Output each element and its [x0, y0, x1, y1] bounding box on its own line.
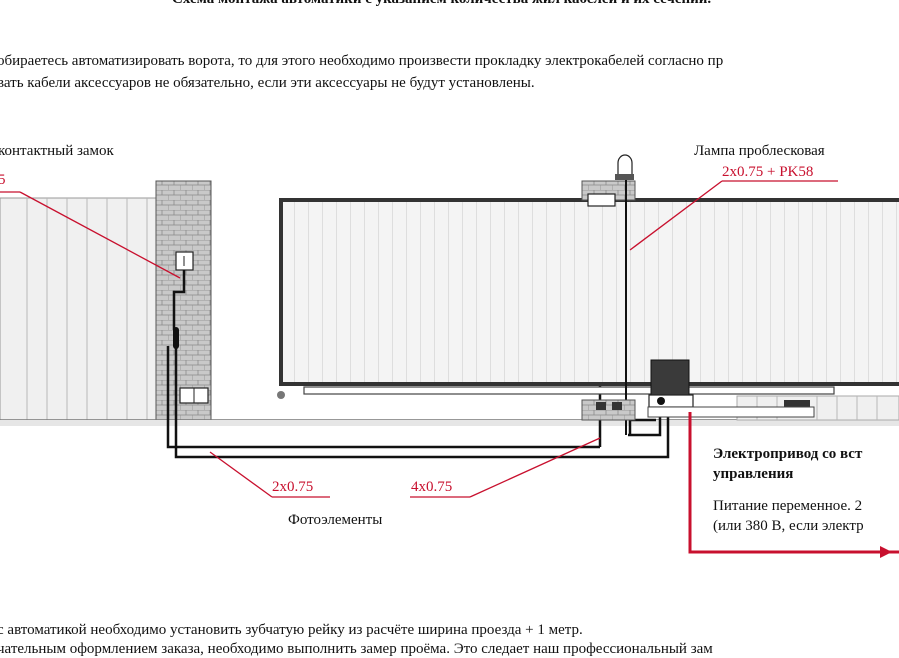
drive-title-line-2: управления: [713, 466, 794, 482]
lamp-cable-label: 2x0.75 + PK58: [722, 164, 814, 180]
flashing-lamp: [615, 154, 634, 180]
photocell-right: [587, 193, 616, 207]
gate-drive-motor: [647, 359, 815, 418]
lamp-label: Лампа проблесковая: [694, 143, 825, 159]
drive-power-line-1: Питание переменное. 2: [713, 498, 863, 514]
lock-cable-label: 5: [0, 172, 6, 188]
drive-power: Питание переменное. 2 (или 380 В, если э…: [713, 496, 864, 536]
left-fence: [0, 197, 157, 421]
photocell-cable-label-a: 2x0.75: [272, 479, 314, 495]
power-cable-red: [688, 412, 899, 558]
sliding-gate: [277, 198, 899, 399]
lock-cable-line: [172, 270, 186, 330]
page-title: Схема монтажа автоматики с указанием кол…: [172, 0, 711, 8]
footer-line-2: чательным оформлением заказа, необходимо…: [0, 641, 713, 657]
photocell-cable-label-b: 4x0.75: [411, 479, 453, 495]
drive-title: Электропривод со вст управления: [713, 444, 864, 484]
intro-line-1: обираетесь автоматизировать ворота, то д…: [0, 53, 724, 69]
drive-title-line-1: Электропривод со вст: [713, 446, 863, 462]
intro-line-2: вать кабели аксессуаров не обязательно, …: [0, 75, 535, 91]
drive-power-line-2: (или 380 В, если электр: [713, 518, 864, 534]
drive-description: Электропривод со вст управления Питание …: [713, 444, 864, 536]
cable-leaders: [0, 180, 838, 498]
photocells-label: Фотоэлементы: [288, 512, 383, 528]
footer-line-1: с автоматикой необходимо установить зубч…: [0, 622, 583, 638]
brick-pillar: [155, 180, 212, 421]
lock-label: контактный замок: [0, 143, 114, 159]
